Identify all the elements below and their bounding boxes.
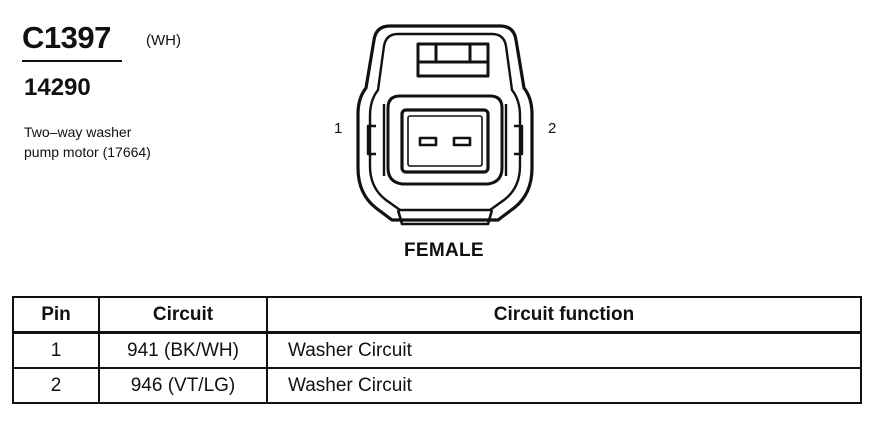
header-circuit-function: Circuit function: [266, 296, 862, 334]
connector-color-code: (WH): [146, 32, 181, 49]
cell-circuit: 946 (VT/LG): [98, 367, 268, 404]
cell-pin: 2: [12, 367, 100, 404]
table-row: 1 941 (BK/WH) Washer Circuit: [12, 331, 862, 369]
pin-cavity: [400, 108, 490, 174]
terminal-pin-1: [418, 136, 438, 147]
connector-face-drawing: [356, 24, 534, 226]
cell-circuit-function: Washer Circuit: [266, 331, 862, 369]
description-line-1: Two–way washer: [24, 124, 132, 140]
pinout-table: Pin Circuit Circuit function 1 941 (BK/W…: [12, 296, 862, 404]
connector-latch: [416, 42, 490, 78]
table-row: 2 946 (VT/LG) Washer Circuit: [12, 367, 862, 404]
terminal-pin-2: [452, 136, 472, 147]
cell-circuit-function: Washer Circuit: [266, 367, 862, 404]
cell-circuit: 941 (BK/WH): [98, 331, 268, 369]
cell-pin: 1: [12, 331, 100, 369]
connector-view-label: FEMALE: [404, 240, 484, 261]
connector-right-rib: [514, 124, 524, 156]
connector-id: C1397: [22, 20, 111, 55]
pin-2-label: 2: [548, 120, 557, 137]
part-number: 14290: [24, 74, 91, 101]
header-circuit: Circuit: [98, 296, 268, 334]
connector-description: Two–way washer pump motor (17664): [24, 122, 224, 162]
connector-left-rib: [366, 124, 376, 156]
description-line-2: pump motor (17664): [24, 144, 151, 160]
pinout-header-row: Pin Circuit Circuit function: [12, 296, 862, 334]
pin-1-label: 1: [334, 120, 343, 137]
header-pin: Pin: [12, 296, 100, 334]
connector-outer-housing: [356, 24, 534, 222]
connector-inner-housing: [368, 32, 522, 212]
connector-id-underline: [22, 60, 122, 62]
connector-cavity-surround: [386, 94, 504, 186]
